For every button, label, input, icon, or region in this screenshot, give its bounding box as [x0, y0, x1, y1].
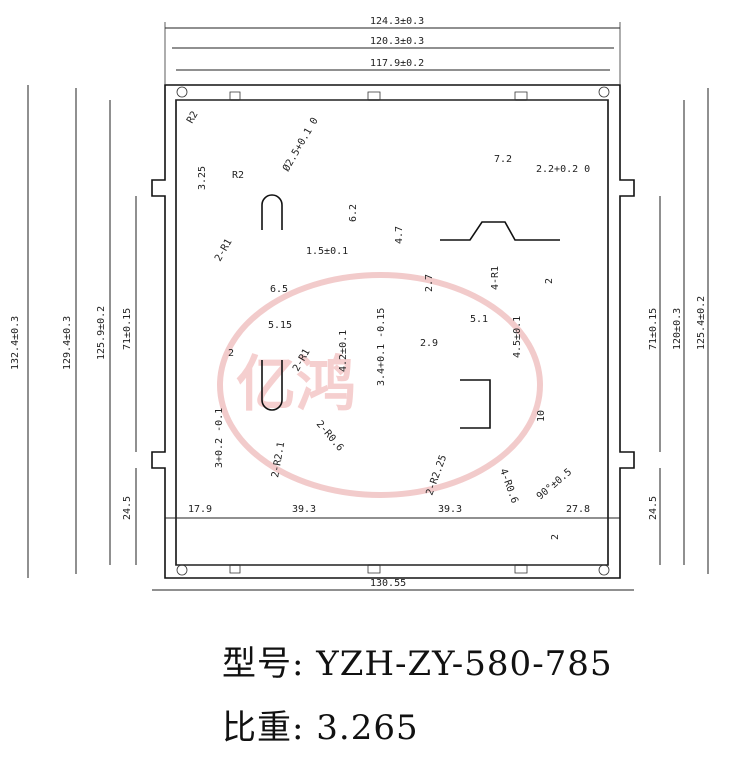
detail-b-5: 4-R1 — [490, 266, 501, 290]
detail-b-4: 2.7 — [424, 274, 435, 292]
detail-c-5: 3+0.2 -0.1 — [214, 408, 225, 468]
detail-d-4: 3.4+0.1 -0.15 — [376, 308, 387, 386]
dim-bottom-1: 17.9 — [188, 504, 212, 515]
detail-a-4: 6.2 — [348, 204, 359, 222]
watermark-logo: 亿鸿 — [217, 272, 543, 498]
detail-c-2: 2 — [228, 348, 234, 359]
dim-right-4: 24.5 — [648, 496, 659, 520]
left-dimensions: 132.4±0.3 129.4±0.3 125.9±0.2 71±0.15 24… — [10, 85, 137, 578]
detail-d-1: 5.1 — [470, 314, 488, 325]
detail-b-1: 7.2 — [494, 154, 512, 165]
dim-angle: 90°±0.5 — [535, 467, 574, 503]
detail-b-6: 2 — [544, 278, 555, 284]
detail-a-1: 3.25 — [197, 166, 208, 190]
dim-right-1: 71±0.15 — [648, 308, 659, 350]
detail-d-2: 2.9 — [420, 338, 438, 349]
detail-b-2: 2.2+0.2 0 — [536, 164, 590, 175]
detail-b-3: 4.7 — [394, 226, 405, 244]
profile-outline — [151, 84, 635, 579]
detail-d-6: 2-R2.25 — [424, 454, 449, 497]
detail-a-2: R2 — [232, 170, 244, 181]
detail-a-6: 1.5±0.1 — [306, 246, 348, 257]
dim-left-3: 125.9±0.2 — [96, 306, 107, 360]
top-dimensions: 124.3±0.3 120.3±0.3 117.9±0.2 — [164, 16, 621, 85]
detail-c-7: 2-R0.6 — [314, 419, 346, 454]
detail-b: 7.2 2.2+0.2 0 4.7 2.7 4-R1 2 — [394, 154, 590, 292]
detail-d-7: 4-R0.6 — [497, 467, 520, 505]
dim-top-2: 120.3±0.3 — [370, 36, 424, 47]
technical-drawing: 亿鸿 124.3±0.3 120.3±0.3 117.9±0.2 132.4±0… — [10, 16, 709, 591]
detail-c-1: 5.15 — [268, 320, 292, 331]
bottom-dimensions: 17.9 39.3 39.3 27.8 130.55 2 90°±0.5 R2 — [152, 110, 634, 591]
dim-left-5: 24.5 — [122, 496, 133, 520]
dim-bottom-small: 2 — [550, 534, 561, 540]
dim-top-3: 117.9±0.2 — [370, 58, 424, 69]
detail-c: 5.15 2 2-R1 4.2±0.1 3+0.2 -0.1 2-R2.1 2-… — [214, 320, 349, 479]
dim-bottom-3: 39.3 — [438, 504, 462, 515]
dim-top-1: 124.3±0.3 — [370, 16, 424, 27]
weight-caption: 比重: 3.265 — [222, 708, 419, 748]
dim-left-2: 129.4±0.3 — [62, 316, 73, 370]
dim-left-4: 71±0.15 — [122, 308, 133, 350]
dim-corner-radius: R2 — [185, 110, 201, 126]
right-dimensions: 71±0.15 120±0.3 125.4±0.2 24.5 — [648, 88, 709, 574]
detail-d-5: 10 — [536, 410, 547, 422]
detail-a-7: 6.5 — [270, 284, 288, 295]
detail-d-3: 4.5±0.1 — [512, 316, 523, 358]
dim-left-1: 132.4±0.3 — [10, 316, 21, 370]
dim-bottom-5: 130.55 — [370, 578, 406, 589]
detail-c-4: 4.2±0.1 — [338, 330, 349, 372]
detail-d: 5.1 2.9 4.5±0.1 3.4+0.1 -0.15 10 2-R2.25… — [376, 308, 547, 505]
dim-bottom-4: 27.8 — [566, 504, 590, 515]
detail-a: 3.25 R2 Ø2.5+0.1 0 6.2 2-R1 1.5±0.1 6.5 — [197, 115, 359, 295]
detail-a-5: 2-R1 — [213, 237, 235, 263]
dim-bottom-2: 39.3 — [292, 504, 316, 515]
dim-right-2: 120±0.3 — [672, 308, 683, 350]
model-caption: 型号: YZH-ZY-580-785 — [222, 644, 613, 684]
svg-text:亿鸿: 亿鸿 — [236, 350, 356, 420]
detail-a-3: Ø2.5+0.1 0 — [280, 115, 321, 173]
dim-right-3: 125.4±0.2 — [696, 296, 707, 350]
